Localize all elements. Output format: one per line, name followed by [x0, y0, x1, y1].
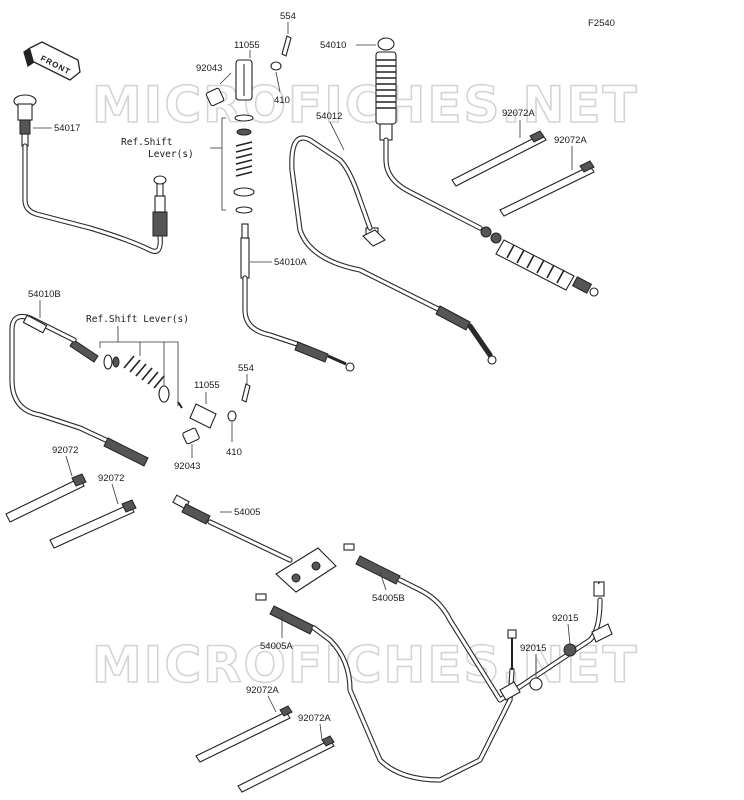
cable-54012: [289, 135, 497, 365]
cable-tie-92072A-a: [451, 130, 547, 187]
cable-54010: [375, 37, 599, 297]
watermark-bottom: MICROFICHES.NET: [92, 636, 639, 694]
callout-92043-mid: 92043: [174, 461, 200, 472]
callout-54005B: 54005B: [372, 593, 405, 604]
ref-shift-top-2: Lever(s): [148, 149, 194, 160]
callout-54017: 54017: [54, 123, 80, 134]
cable-54017: [13, 94, 168, 254]
cable-54010B: [9, 313, 149, 467]
ref-shift-mid: Ref.Shift Lever(s): [86, 314, 189, 325]
callout-92015-b: 92015: [520, 643, 546, 654]
watermark-top: MICROFICHES.NET: [92, 76, 639, 134]
callout-92043-top: 92043: [196, 63, 222, 74]
callout-92072A-b: 92072A: [554, 135, 587, 146]
ref-shift-top-1: Ref.Shift: [121, 137, 172, 148]
nut-92015-a: [563, 643, 577, 657]
callout-54010: 54010: [320, 40, 346, 51]
cable-54010A: [240, 223, 355, 372]
cable-tie-92072A-b: [499, 160, 595, 217]
callout-554-mid: 554: [238, 363, 254, 374]
callout-92072A-a: 92072A: [502, 108, 535, 119]
cable-54005B: [343, 543, 613, 703]
hardware-top: [205, 35, 292, 214]
nut-92015-b: [529, 677, 543, 691]
cable-54005: [172, 494, 337, 593]
callout-54012: 54012: [316, 111, 342, 122]
callout-54010B: 54010B: [28, 289, 61, 300]
callout-92072-a: 92072: [52, 445, 78, 456]
figure-code: F2540: [588, 18, 615, 29]
cable-tie-92072-a: [5, 473, 87, 523]
callout-54005A: 54005A: [260, 641, 293, 652]
callout-554-top: 554: [280, 11, 296, 22]
front-arrow-icon: FRONT: [23, 41, 81, 81]
cable-54005A: [255, 593, 521, 783]
hardware-mid: [103, 354, 251, 445]
cable-tie-92072-b: [49, 499, 137, 549]
callout-11055-mid: 11055: [194, 380, 220, 391]
callout-54005: 54005: [234, 507, 260, 518]
callout-92072-b: 92072: [98, 473, 124, 484]
callout-92072A-c: 92072A: [246, 685, 279, 696]
callout-410-mid: 410: [226, 447, 242, 458]
callout-410-top: 410: [274, 95, 290, 106]
callout-11055-top: 11055: [234, 40, 260, 51]
callout-92072A-d: 92072A: [298, 713, 331, 724]
cable-tie-92072A-c: [195, 705, 293, 763]
callout-54010A: 54010A: [274, 257, 307, 268]
callout-92015-a: 92015: [552, 613, 578, 624]
cable-tie-92072A-d: [237, 735, 335, 793]
